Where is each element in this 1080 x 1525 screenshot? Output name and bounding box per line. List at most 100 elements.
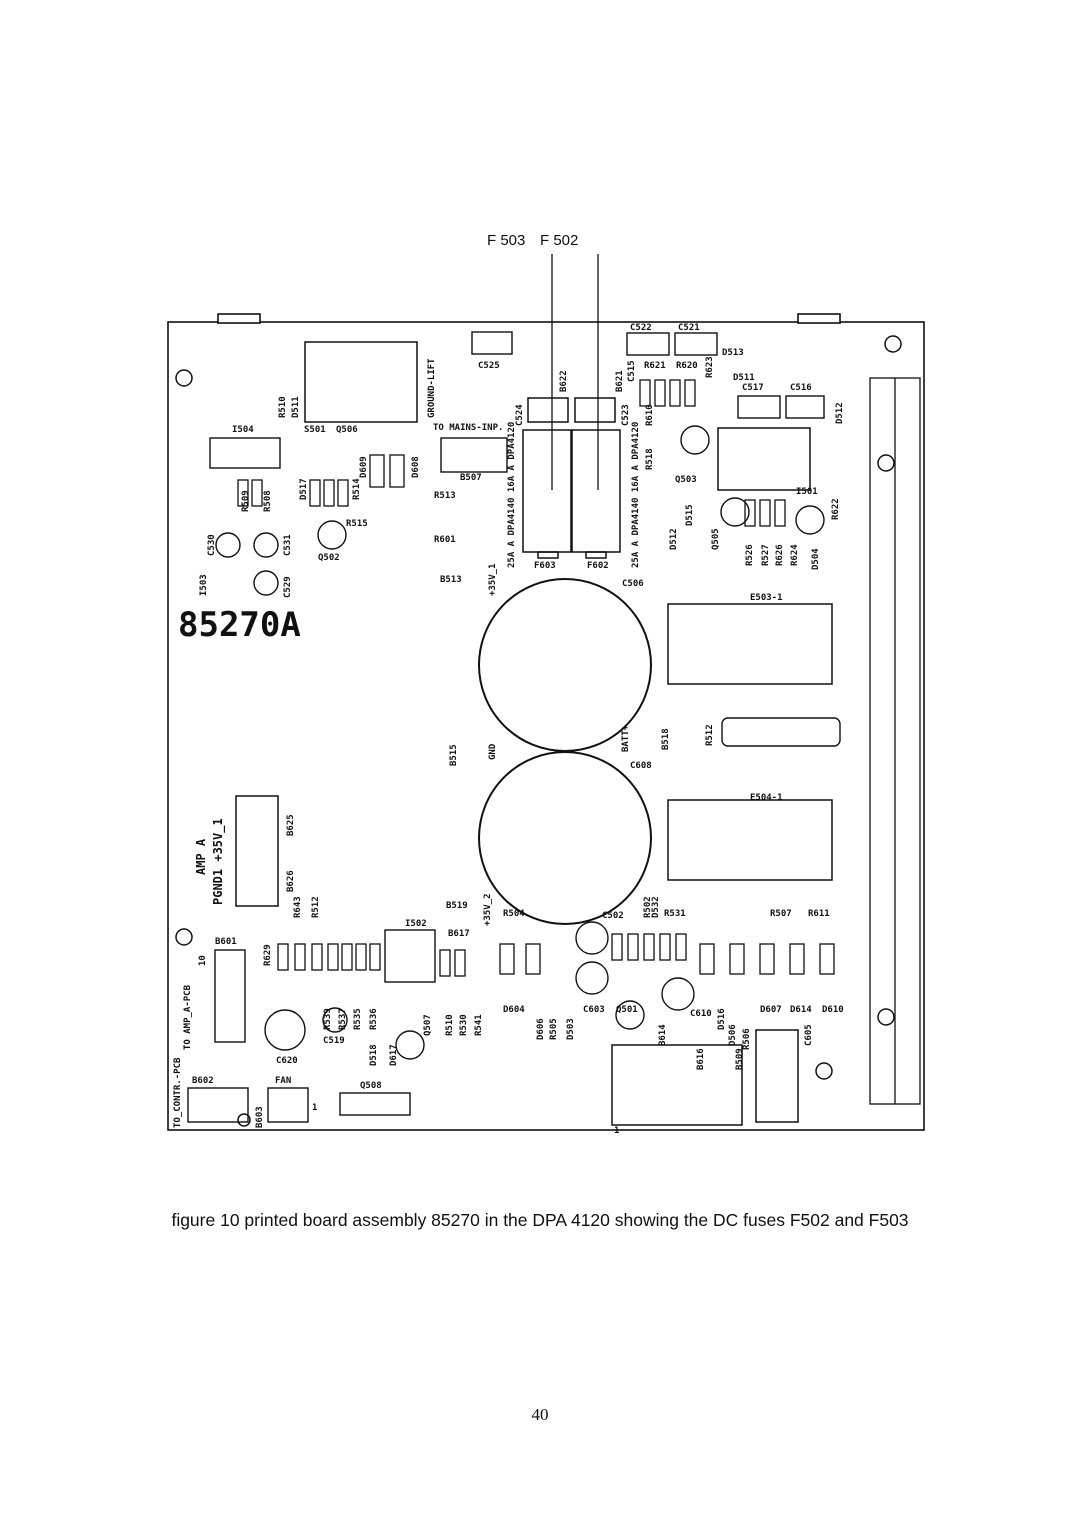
label-d607: D607 [760,1005,782,1015]
c521-part [674,332,718,356]
pad-e503 [667,603,833,685]
label-b507: B507 [460,473,482,483]
label-s501: S501 [304,425,326,435]
mounting-holes [175,335,902,1127]
label-d511b: D511 [291,396,301,418]
label-d512: D512 [835,402,845,424]
label-r509: R509 [241,490,251,512]
c517-part [737,395,781,419]
label-r611: R611 [808,909,830,919]
mains-connector [440,437,508,473]
label-r535: R535 [353,1008,363,1030]
label-d614: D614 [790,1005,812,1015]
label-d513: D513 [722,348,744,358]
label-c506: C506 [622,579,644,589]
label-r506: R506 [742,1028,752,1050]
label-i501: I501 [796,487,818,497]
label-fan: FAN [275,1076,291,1086]
label-q508: Q508 [360,1081,382,1091]
label-b621: B621 [615,370,625,392]
label-r623: R623 [705,356,715,378]
label-fuse-f502-rating: 25A A DPA4140 16A A DPA4120 [631,422,641,568]
label-b626: B626 [286,870,296,892]
label-c521: C521 [678,323,700,333]
label-r629: R629 [263,944,273,966]
label-to-contr: TO_CONTR.-PCB [173,1057,183,1128]
label-e504: E504-1 [750,793,783,803]
label-c519: C519 [323,1036,345,1046]
capacitor-c605 [755,1029,799,1123]
label-b519: B519 [446,901,468,911]
label-r527: R527 [761,544,771,566]
label-pgnd: PGND1 +35V_1 [211,818,226,905]
label-d608: D608 [411,456,421,478]
label-r610: R610 [645,404,655,426]
label-r621: R621 [644,361,666,371]
label-f603: F603 [534,561,556,571]
label-to-mains-inp: TO MAINS-INP. [433,423,503,433]
label-b617: B617 [448,929,470,939]
label-d532: D532 [651,896,661,918]
fuse-holders [522,397,621,559]
label-b625: B625 [286,814,296,836]
label-batt: BATT+ [621,724,631,752]
label-r536: R536 [369,1008,379,1030]
label-r624: R624 [790,544,800,566]
label-v35-2: +35V_2 [483,893,493,926]
label-d516: D516 [717,1008,727,1030]
label-r514: R514 [352,478,362,500]
label-e503: E503-1 [750,593,783,603]
label-q503: Q503 [675,475,697,485]
label-d610: D610 [822,1005,844,1015]
label-d517: D517 [299,478,309,500]
ic-i504 [209,437,281,469]
label-d506: D506 [728,1024,738,1046]
page-number: 40 [531,1405,549,1424]
label-d512b: D512 [669,528,679,550]
label-q505: Q505 [711,528,721,550]
label-gnd: GND [488,743,498,760]
label-fuse-f503-rating: 25A A DPA4140 16A A DPA4120 [507,422,517,568]
label-ground-lift: GROUND-LIFT [427,358,437,418]
label-r620: R620 [676,361,698,371]
resistor-array-bottom [277,933,835,977]
label-r513: R513 [434,491,456,501]
figure-caption: figure 10 printed board assembly 85270 i… [171,1210,909,1230]
label-r530: R530 [459,1014,469,1036]
connector-q508 [339,1092,411,1116]
ic-i501 [717,427,811,491]
label-r505: R505 [549,1018,559,1040]
label-b515: B515 [449,744,459,766]
label-c530: C530 [207,534,217,556]
resistor-array-top [237,379,786,527]
label-b616: B616 [696,1048,706,1070]
label-b509: B509 [735,1048,745,1070]
pad-e504 [667,799,833,881]
label-q502: Q502 [318,553,340,563]
label-r510: R510 [278,396,288,418]
label-r507: R507 [770,909,792,919]
label-c516: C516 [790,383,812,393]
label-b513: B513 [440,575,462,585]
label-pin10: 10 [198,955,208,966]
label-i504: I504 [232,425,254,435]
label-c610: C610 [690,1009,712,1019]
label-amp-a: AMP A [194,838,208,875]
resistor-r512 [721,717,841,747]
label-r539: R539 [323,1008,333,1030]
label-d604: D604 [503,1005,525,1015]
label-r512b: R512 [311,896,321,918]
terminal-block [611,1044,743,1126]
label-r531: R531 [664,909,686,919]
c522-part [626,332,670,356]
label-r510b: R510 [445,1014,455,1036]
label-pin1b: 1 [614,1126,619,1136]
label-c502: C502 [602,911,624,921]
label-f602: F602 [587,561,609,571]
c516-part [785,395,825,419]
label-r626: R626 [775,544,785,566]
label-q501: Q501 [616,1005,638,1015]
label-r508: R508 [263,490,273,512]
label-c608: C608 [630,761,652,771]
label-b518: B518 [661,728,671,750]
